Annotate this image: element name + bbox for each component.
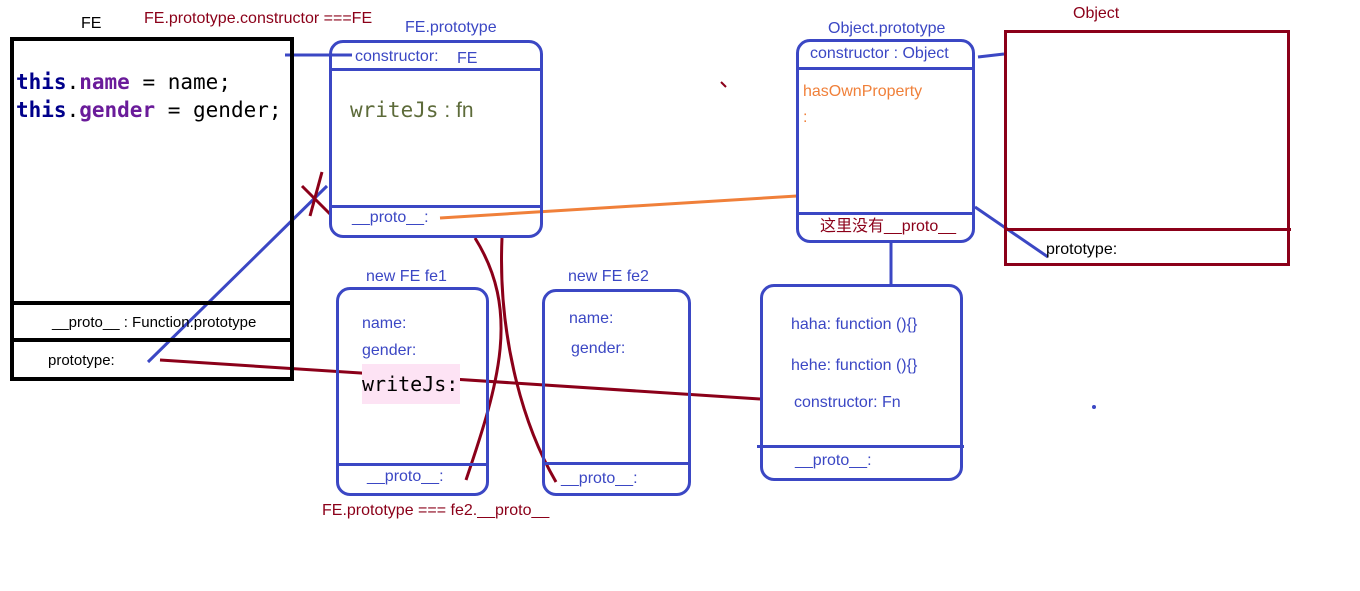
- fe-proto-label: __proto__ : Function.prototype: [52, 314, 257, 331]
- fe1-proto-curve: [464, 237, 503, 481]
- cross-mark-a: [300, 184, 332, 216]
- code-keyword: this: [16, 98, 67, 122]
- fe-prototype-title: FE.prototype: [405, 19, 497, 36]
- object-prototype-method-label: hasOwnProperty: [803, 83, 923, 100]
- fe-code-line-1: this.name = name;: [16, 70, 231, 94]
- stray-mark-red: [720, 81, 727, 88]
- proto-equality-note: FE.prototype === fe2.__proto__: [322, 502, 550, 519]
- code-dot: .: [66, 70, 80, 94]
- object-prototype-method-colon: :: [803, 109, 808, 126]
- object-prototype-box: [796, 39, 975, 243]
- cross-mark-b: [308, 171, 324, 217]
- fe-prototype-box: [329, 40, 543, 238]
- fe-constructor-note: FE.prototype.constructor ===FE: [144, 10, 373, 27]
- fe1-method-label: writeJs:: [362, 364, 460, 404]
- fn-prototype-hehe-label: hehe: function (){}: [791, 357, 918, 374]
- object-prototype-no-proto-note: 这里没有__proto__: [820, 218, 957, 235]
- method-separator: :: [438, 99, 457, 122]
- fe-prototype-proto-label: __proto__:: [352, 209, 429, 226]
- stray-mark-blue: [1092, 405, 1096, 409]
- method-name: writeJs: [350, 98, 439, 122]
- fe-title: FE: [81, 15, 102, 32]
- code-rest: = gender;: [155, 98, 282, 122]
- fe1-name-label: name:: [362, 315, 407, 332]
- fe-prototype-constructor-label: constructor:: [355, 48, 439, 65]
- code-property: gender: [79, 98, 156, 122]
- fe1-instance-box: [336, 287, 489, 496]
- object-prototype-divider: [1007, 228, 1291, 231]
- fe2-proto-divider: [545, 462, 688, 465]
- fe2-instance-box: [542, 289, 691, 496]
- code-dot: .: [66, 98, 80, 122]
- fe1-gender-label: gender:: [362, 342, 417, 359]
- fe-prototype-label: prototype:: [48, 352, 115, 369]
- fe1-proto-divider: [339, 463, 486, 466]
- fe-proto-divider: [14, 301, 290, 305]
- code-property: name: [79, 70, 130, 94]
- fn-prototype-constructor-label: constructor: Fn: [794, 394, 901, 411]
- object-title: Object: [1073, 5, 1120, 22]
- fe-function-box: [10, 37, 294, 381]
- fe-prototype-proto-to-object-prototype-line: [439, 194, 798, 220]
- fe-prototype-header-divider: [332, 68, 540, 71]
- fe-prototype-footer-divider: [332, 205, 540, 208]
- code-keyword: this: [16, 70, 67, 94]
- fe2-name-label: name:: [569, 310, 614, 327]
- object-prototype-title: Object.prototype: [828, 20, 946, 37]
- object-prototype-link-line: [974, 205, 1049, 259]
- code-rest: = name;: [129, 70, 231, 94]
- object-prototype-to-object-line: [977, 52, 1005, 59]
- fe-prototype-divider: [14, 338, 290, 342]
- object-prototype-constructor-label: constructor : Object: [810, 45, 949, 62]
- fe-prototype-method: writeJs : fn: [350, 98, 474, 123]
- object-prototype-footer-divider: [799, 212, 972, 215]
- fn-prototype-proto-label: __proto__:: [795, 452, 872, 469]
- fe1-title: new FE fe1: [366, 268, 447, 285]
- fe-prototype-to-fe-prototype-line: [146, 184, 329, 364]
- object-prototype-header-divider: [799, 67, 972, 70]
- fe1-proto-label: __proto__:: [367, 468, 444, 485]
- method-value: fn: [456, 99, 474, 122]
- fn-prototype-proto-divider: [757, 445, 964, 448]
- object-function-box: [1004, 30, 1290, 266]
- fn-prototype-haha-label: haha: function (){}: [791, 316, 918, 333]
- fn-prototype-box: [760, 284, 963, 481]
- object-prototype-label: prototype:: [1046, 241, 1118, 258]
- fe2-proto-label: __proto__:: [561, 470, 638, 487]
- fe-prototype-constructor-value: FE: [457, 50, 478, 67]
- fe2-gender-label: gender:: [571, 340, 626, 357]
- fe-prototype-to-fn-line: [159, 358, 761, 401]
- fe2-title: new FE fe2: [568, 268, 649, 285]
- fe-code-line-2: this.gender = gender;: [16, 98, 282, 122]
